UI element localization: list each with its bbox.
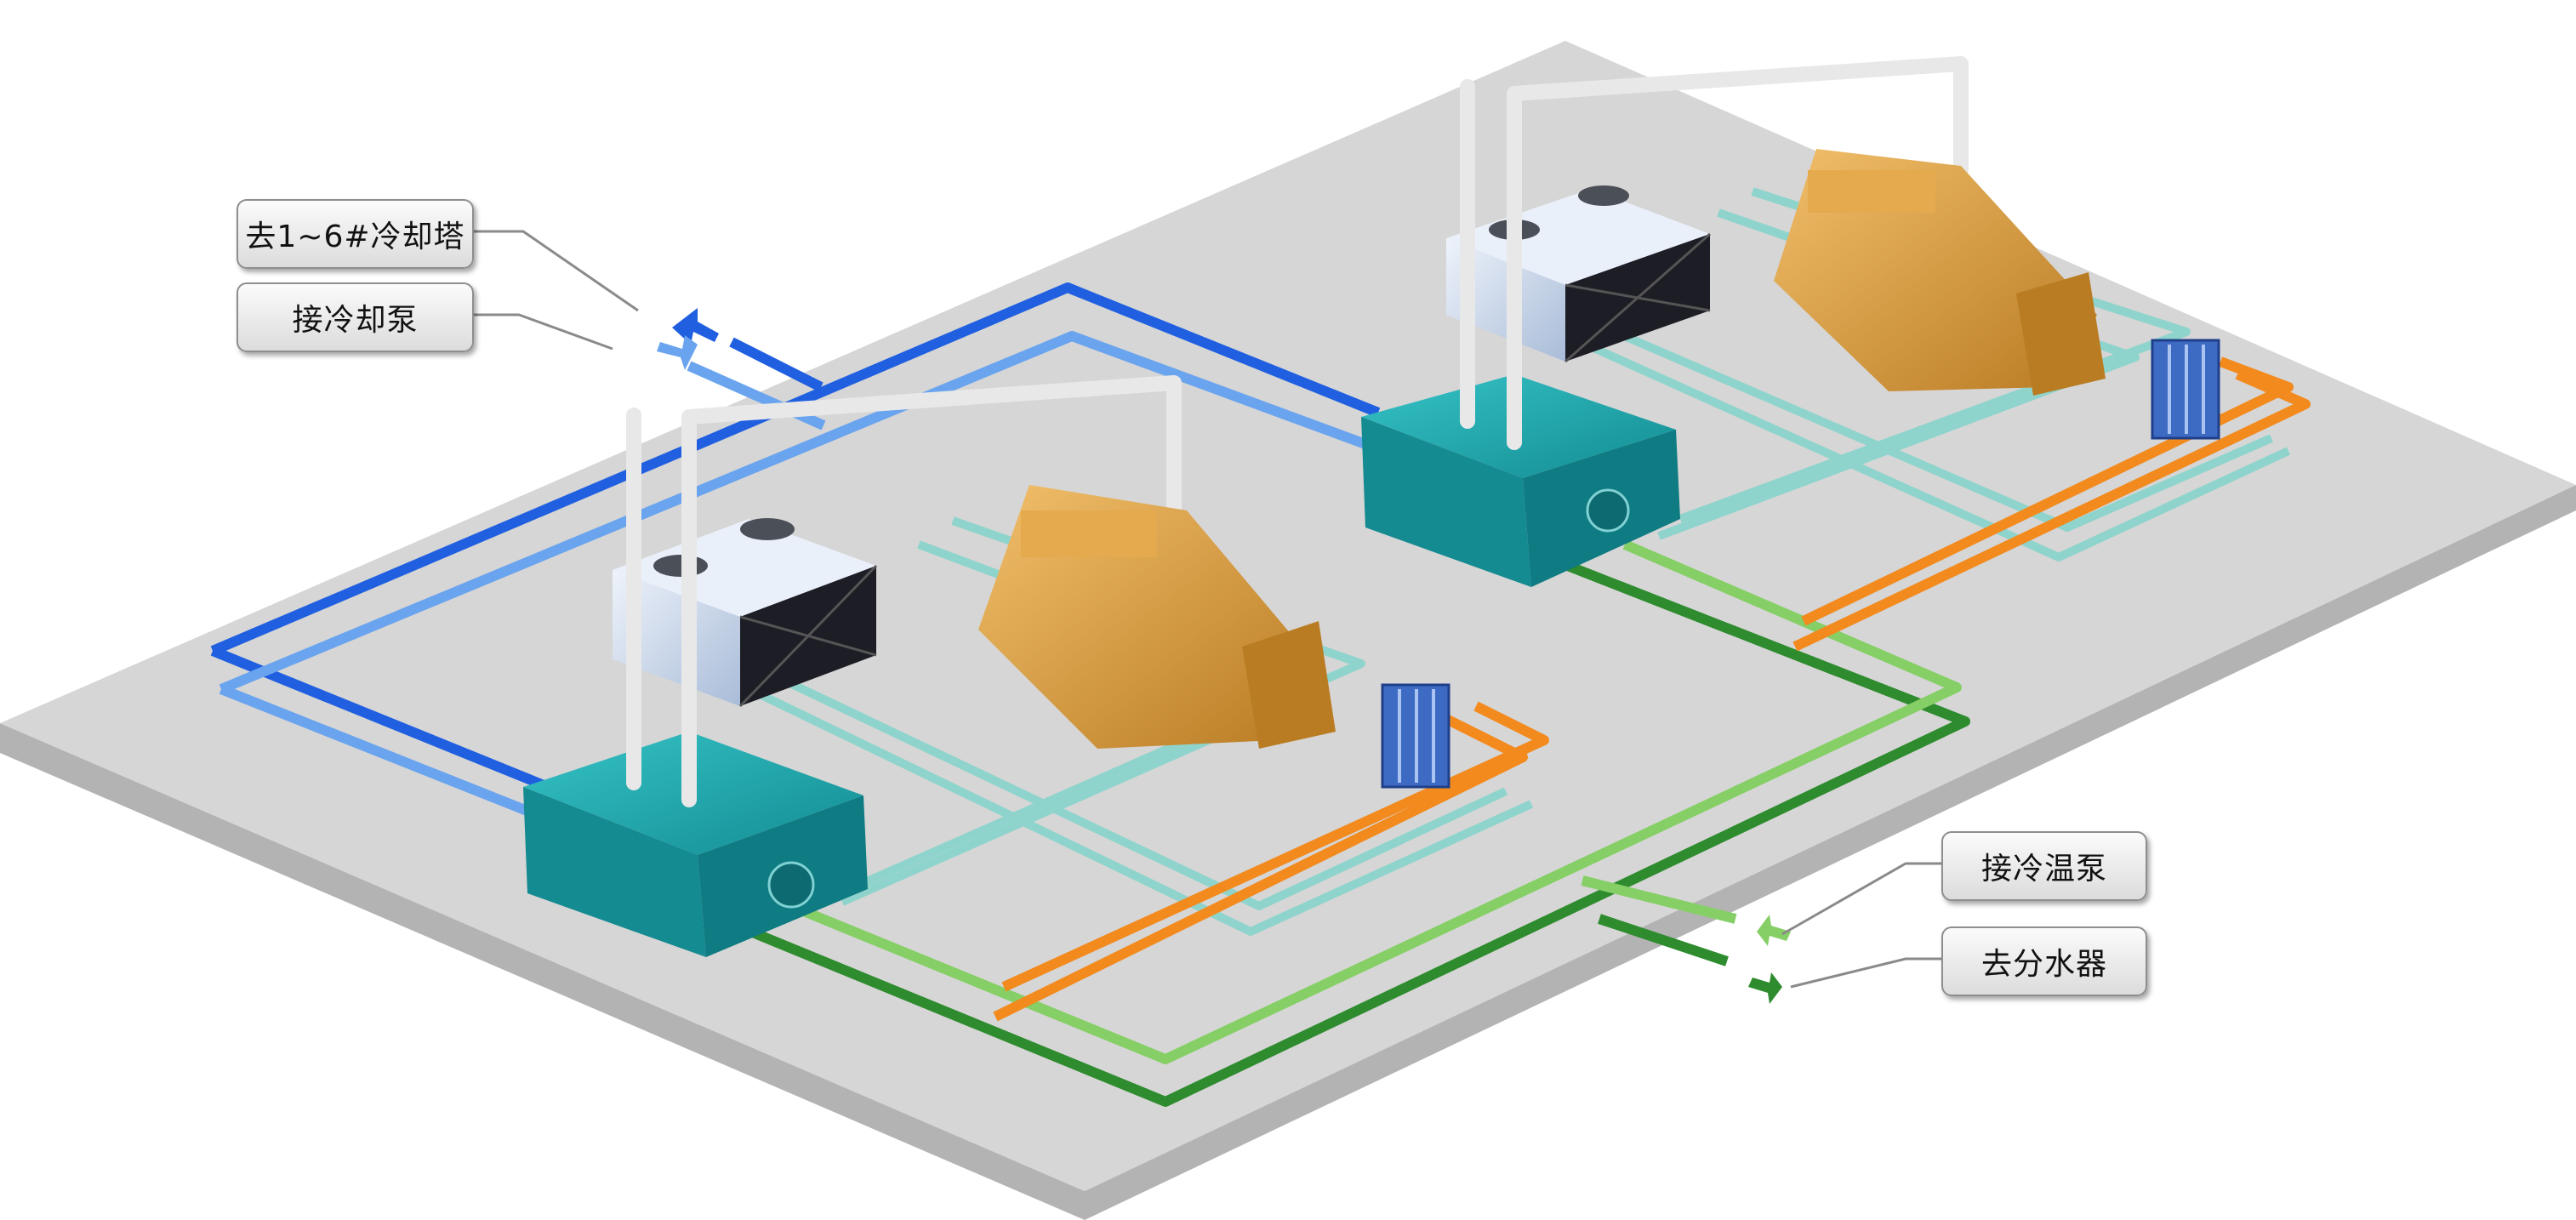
from-cold-warm-pump-arrow-icon bbox=[1757, 915, 1791, 946]
exhaust-stack-unit-2 bbox=[1460, 56, 1969, 450]
from-cooling-pump-label: 接冷却泵 bbox=[237, 282, 474, 352]
to-water-distributor-arrow-icon bbox=[1748, 972, 1782, 1004]
to-cooling-tower-arrow-icon bbox=[672, 308, 719, 345]
from-cooling-pump-arrow-icon bbox=[657, 335, 698, 370]
plate-heat-exchanger-unit-2 bbox=[2151, 339, 2220, 440]
hot-water-pipe bbox=[993, 356, 2311, 1022]
from-cold-warm-pump-label: 接冷温泵 bbox=[1941, 831, 2147, 901]
plate-heat-exchanger-unit-1 bbox=[1381, 683, 1450, 789]
chilled-return-pipe bbox=[789, 539, 1962, 1064]
gas-engine-generator-unit-2 bbox=[1774, 149, 2106, 396]
to-water-distributor-label: 去分水器 bbox=[1941, 926, 2147, 996]
callout-leader-lines bbox=[472, 230, 1941, 989]
gas-engine-generator-unit-1 bbox=[978, 485, 1336, 749]
exhaust-stack-unit-1 bbox=[626, 375, 1182, 807]
chilled-supply-pipe bbox=[738, 556, 1970, 1107]
to-cooling-tower-label: 去1~6#冷却塔 bbox=[237, 199, 474, 269]
